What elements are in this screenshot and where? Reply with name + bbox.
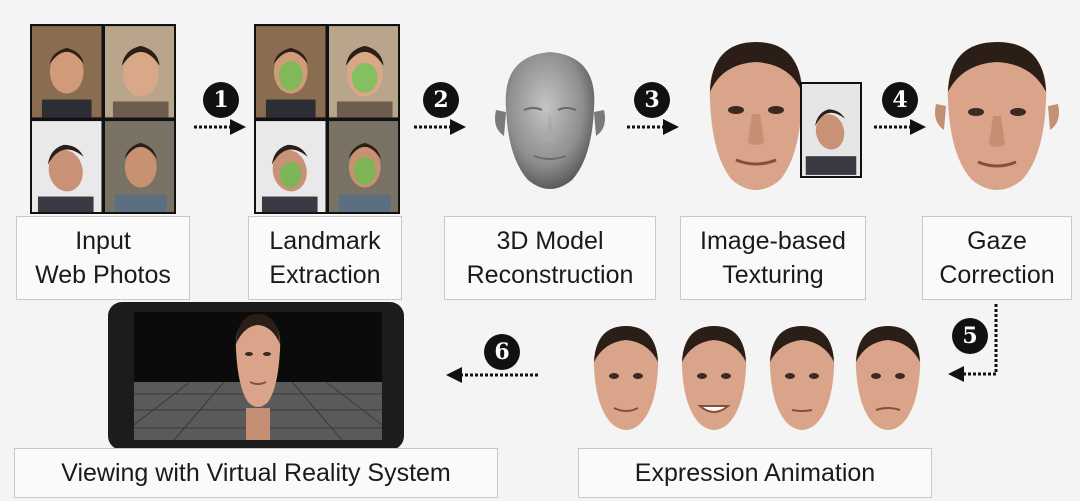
gaze-corrected-face [932, 40, 1062, 202]
landmark-photo-1 [256, 26, 326, 118]
step-3-arrow [627, 118, 679, 136]
vr-phone-device [108, 302, 404, 450]
label-line: Web Photos [35, 261, 171, 289]
label-image-based-texturing: Image-based Texturing [680, 216, 866, 300]
arrow-left-icon [446, 367, 540, 383]
arrow-right-icon [627, 119, 679, 135]
vr-scene-icon [134, 312, 382, 440]
face-photo-icon [104, 26, 174, 118]
step-4-badge: 4 [882, 82, 918, 118]
step-3-badge: 3 [634, 82, 670, 118]
landmark-photo-3 [256, 120, 326, 213]
label-line: Gaze [967, 227, 1027, 255]
step-1-arrow [194, 118, 246, 136]
label-line: Expression Animation [634, 459, 876, 487]
face-landmarks-icon [328, 120, 398, 212]
textured-face-icon [709, 42, 803, 190]
input-photo-2 [104, 26, 174, 118]
step-6-arrow [446, 366, 540, 384]
face-landmarks-icon [328, 26, 398, 118]
label-vr-system: Viewing with Virtual Reality System [14, 448, 498, 498]
expression-faces [584, 326, 928, 438]
label-line: Extraction [269, 261, 381, 289]
face-photo-icon [802, 85, 860, 175]
label-input-web-photos: Input Web Photos [16, 216, 190, 300]
arrow-right-icon [194, 119, 246, 135]
step-2-badge: 2 [423, 82, 459, 118]
vr-screen [134, 312, 382, 440]
face-photo-icon [104, 120, 174, 212]
input-photo-3 [32, 120, 102, 213]
step-1-badge: 1 [203, 82, 239, 118]
step-4-arrow [874, 118, 926, 136]
label-landmark-extraction: Landmark Extraction [248, 216, 402, 300]
label-line: Texturing [722, 261, 824, 289]
label-gaze-correction: Gaze Correction [922, 216, 1072, 300]
face-photo-icon [32, 26, 102, 118]
face-photo-icon [32, 120, 102, 212]
arrow-elbow-icon [948, 304, 998, 382]
label-line: Reconstruction [466, 261, 634, 289]
label-3d-model-reconstruction: 3D Model Reconstruction [444, 216, 656, 300]
label-line: Viewing with Virtual Reality System [61, 459, 451, 487]
label-line: Correction [939, 261, 1055, 289]
label-line: Input [75, 227, 131, 255]
label-line: 3D Model [496, 227, 604, 255]
face-icon [935, 42, 1059, 190]
label-line: Landmark [269, 227, 381, 255]
label-expression-animation: Expression Animation [578, 448, 932, 498]
step-5-badge: 5 [952, 318, 988, 354]
input-photo-4 [104, 120, 174, 213]
mesh-head-icon [495, 52, 605, 189]
face-landmarks-icon [256, 120, 326, 212]
expression-faces-icon [593, 326, 921, 430]
step-2-arrow [414, 118, 466, 136]
textured-face [694, 40, 818, 202]
landmark-photos-grid [254, 24, 400, 214]
texture-inset-photo [800, 82, 862, 178]
arrow-right-icon [414, 119, 466, 135]
landmark-photo-4 [328, 120, 398, 213]
input-photo-1 [32, 26, 102, 118]
arrow-right-icon [874, 119, 926, 135]
3d-mesh-model [488, 48, 612, 198]
face-landmarks-icon [256, 26, 326, 118]
label-line: Image-based [700, 227, 846, 255]
step-5-arrow [946, 304, 1002, 384]
step-6-badge: 6 [484, 334, 520, 370]
input-photos-grid [30, 24, 176, 214]
landmark-photo-2 [328, 26, 398, 118]
